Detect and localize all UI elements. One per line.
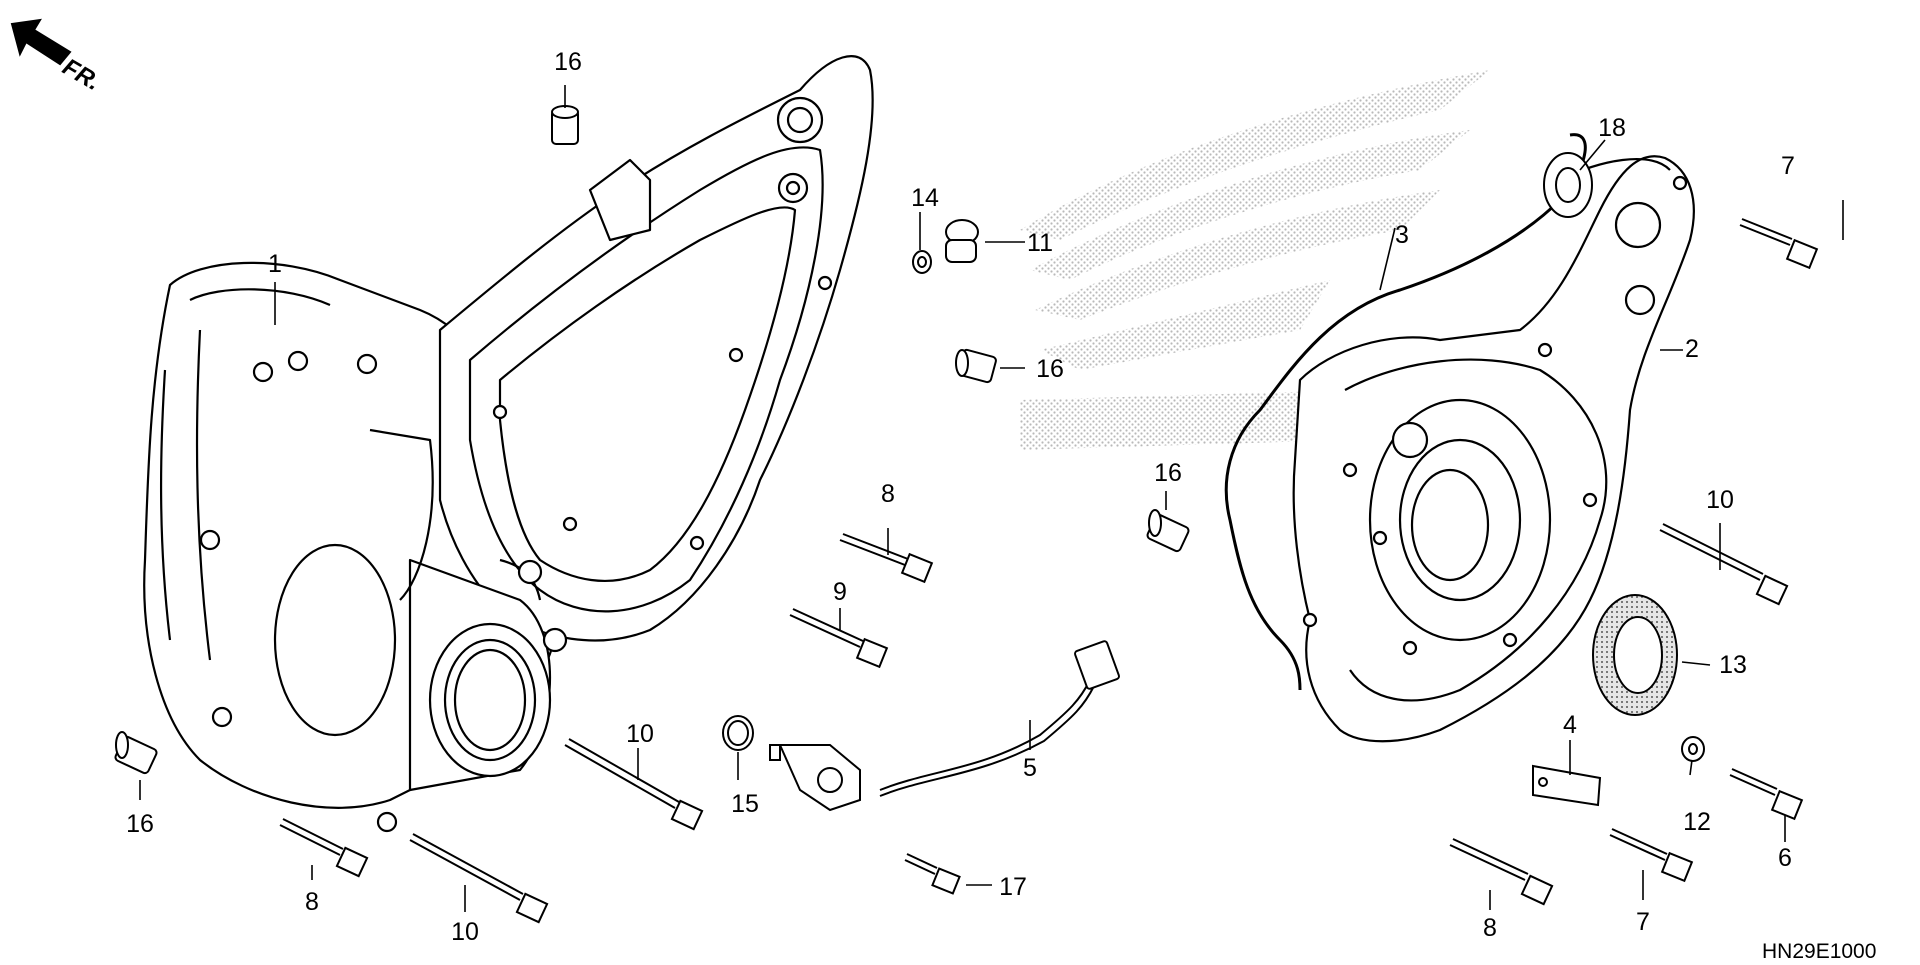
callout-8-upper: 8 — [881, 480, 895, 508]
front-direction-indicator: FR. — [10, 18, 105, 96]
callout-11: 11 — [1027, 229, 1053, 257]
front-label: FR. — [58, 53, 105, 96]
dowel-16-mid — [955, 348, 997, 384]
callout-4: 4 — [1563, 711, 1577, 739]
o-ring-15 — [722, 715, 754, 751]
plug-11 — [945, 219, 979, 263]
callout-3: 3 — [1395, 221, 1409, 249]
callout-16-right: 16 — [1154, 459, 1182, 487]
bolt-8-upper — [839, 533, 934, 584]
callout-12: 12 — [1683, 808, 1711, 836]
bolt-10-right — [1659, 523, 1789, 606]
left-crankcase-cover — [143, 55, 874, 833]
plug-and-washer — [912, 219, 979, 274]
dowel-pins — [114, 105, 1190, 775]
leader-lines — [139, 85, 1844, 912]
bolt-8-right — [1449, 838, 1554, 906]
callout-8-lower: 8 — [305, 888, 319, 916]
bolt-7-upper — [1739, 218, 1819, 270]
bolt-8-lower — [279, 818, 369, 878]
callout-10-lower: 10 — [451, 918, 479, 946]
bolt-10-mid — [564, 738, 704, 831]
callout-16-top: 16 — [554, 48, 582, 76]
honda-wing-watermark — [1020, 70, 1490, 450]
washer-12 — [1681, 736, 1705, 762]
right-crankcase-cover — [1292, 155, 1695, 743]
callout-1: 1 — [268, 250, 282, 278]
callout-8-right: 8 — [1483, 914, 1497, 942]
callout-10-mid: 10 — [626, 720, 654, 748]
callout-7-upper: 7 — [1781, 152, 1795, 180]
callout-6: 6 — [1778, 844, 1792, 872]
bolt-6 — [1729, 768, 1804, 821]
oil-seal-13 — [1592, 594, 1678, 716]
callout-7-lower: 7 — [1636, 908, 1650, 936]
callout-2: 2 — [1685, 335, 1699, 363]
callout-16-left: 16 — [126, 810, 154, 838]
bolt-9 — [789, 608, 889, 669]
callout-18: 18 — [1598, 114, 1626, 142]
callout-5: 5 — [1023, 754, 1037, 782]
callout-13: 13 — [1719, 651, 1747, 679]
dowel-16-right — [1146, 509, 1190, 553]
plate-4 — [1532, 764, 1602, 807]
callout-labels: 1 2 3 4 5 6 7 7 8 8 8 9 10 10 10 11 12 1… — [126, 48, 1795, 946]
front-arrow-icon — [10, 18, 72, 66]
dowel-16-left — [114, 731, 158, 775]
bolt-7-lower — [1609, 828, 1694, 883]
dowel-16-top — [551, 105, 579, 145]
callout-10-right: 10 — [1706, 486, 1734, 514]
flange-bolt-group — [279, 218, 1819, 924]
bearing-18 — [1543, 152, 1593, 218]
bolt-10-lower — [409, 833, 549, 924]
callout-16-mid: 16 — [1036, 355, 1064, 383]
bolt-17 — [904, 853, 961, 895]
callout-14: 14 — [911, 184, 939, 212]
figure-code: HN29E1000 — [1762, 940, 1876, 960]
callout-9: 9 — [833, 578, 847, 606]
callout-17: 17 — [999, 873, 1027, 901]
sensor-assembly — [769, 640, 1120, 812]
callout-15: 15 — [731, 790, 759, 818]
